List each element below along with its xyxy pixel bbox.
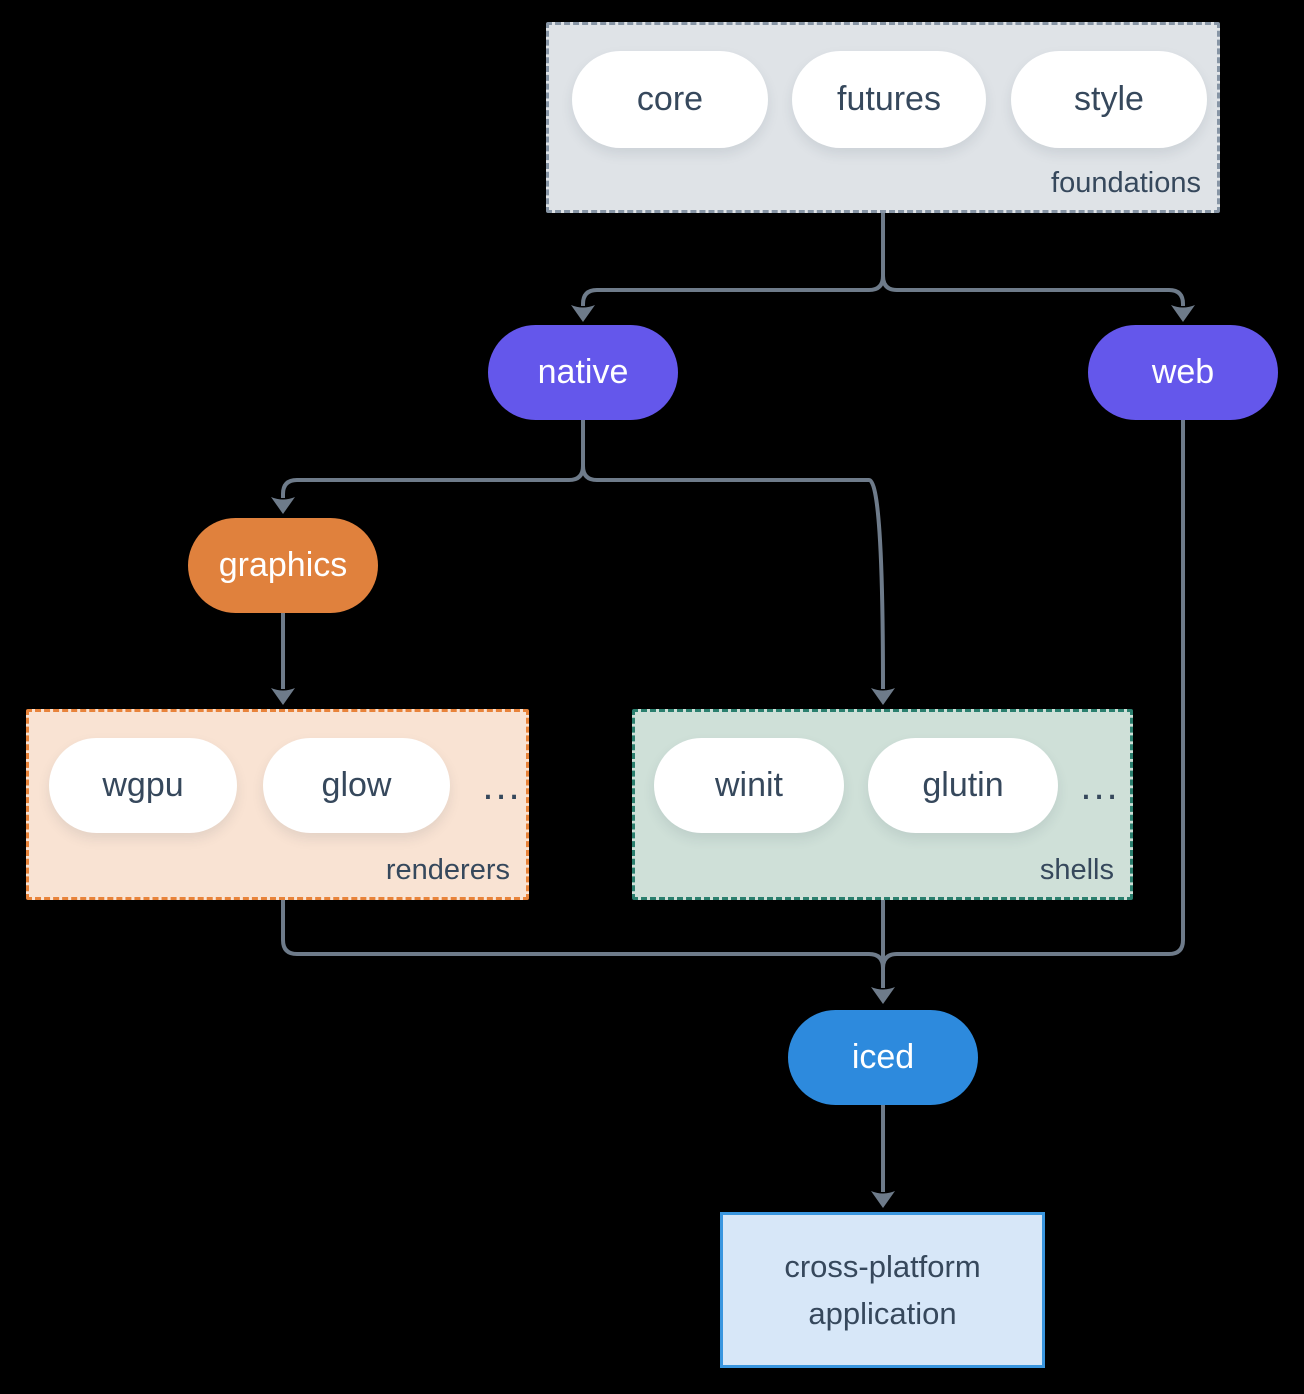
shells-ellipsis: ... xyxy=(1080,764,1120,808)
group-renderers: wgpu glow ... renderers xyxy=(26,709,529,900)
node-native: native xyxy=(488,325,678,420)
pill-glow: glow xyxy=(263,738,450,833)
connector-native-shells xyxy=(581,420,885,690)
pill-wgpu: wgpu xyxy=(49,738,237,833)
pill-style: style xyxy=(1011,51,1207,148)
pill-core: core xyxy=(572,51,768,148)
pill-winit: winit xyxy=(654,738,844,833)
arrowhead-native xyxy=(571,305,595,322)
group-label-foundations: foundations xyxy=(1051,167,1201,199)
arrowhead-iced xyxy=(871,987,895,1004)
node-web: web xyxy=(1088,325,1278,420)
node-graphics: graphics xyxy=(188,518,378,613)
arrowhead-application xyxy=(871,1191,895,1208)
arrowhead-renderers xyxy=(271,688,295,705)
arrowhead-graphics xyxy=(271,497,295,514)
node-iced: iced xyxy=(788,1010,978,1105)
pill-futures: futures xyxy=(792,51,986,148)
group-foundations: core futures style foundations xyxy=(546,22,1220,213)
connector-native-graphics xyxy=(281,420,585,498)
group-shells: winit glutin ... shells xyxy=(632,709,1133,900)
connector-foundations-web xyxy=(881,213,1185,306)
connector-foundations-native xyxy=(581,213,885,306)
pill-glutin: glutin xyxy=(868,738,1058,833)
connector-renderers-iced xyxy=(281,900,885,969)
node-cross-platform-application: cross-platform application xyxy=(720,1212,1045,1368)
arrowhead-web xyxy=(1171,305,1195,322)
renderers-ellipsis: ... xyxy=(482,764,522,808)
arrowhead-shells xyxy=(871,688,895,705)
group-label-renderers: renderers xyxy=(385,854,510,886)
group-label-shells: shells xyxy=(1039,854,1114,886)
